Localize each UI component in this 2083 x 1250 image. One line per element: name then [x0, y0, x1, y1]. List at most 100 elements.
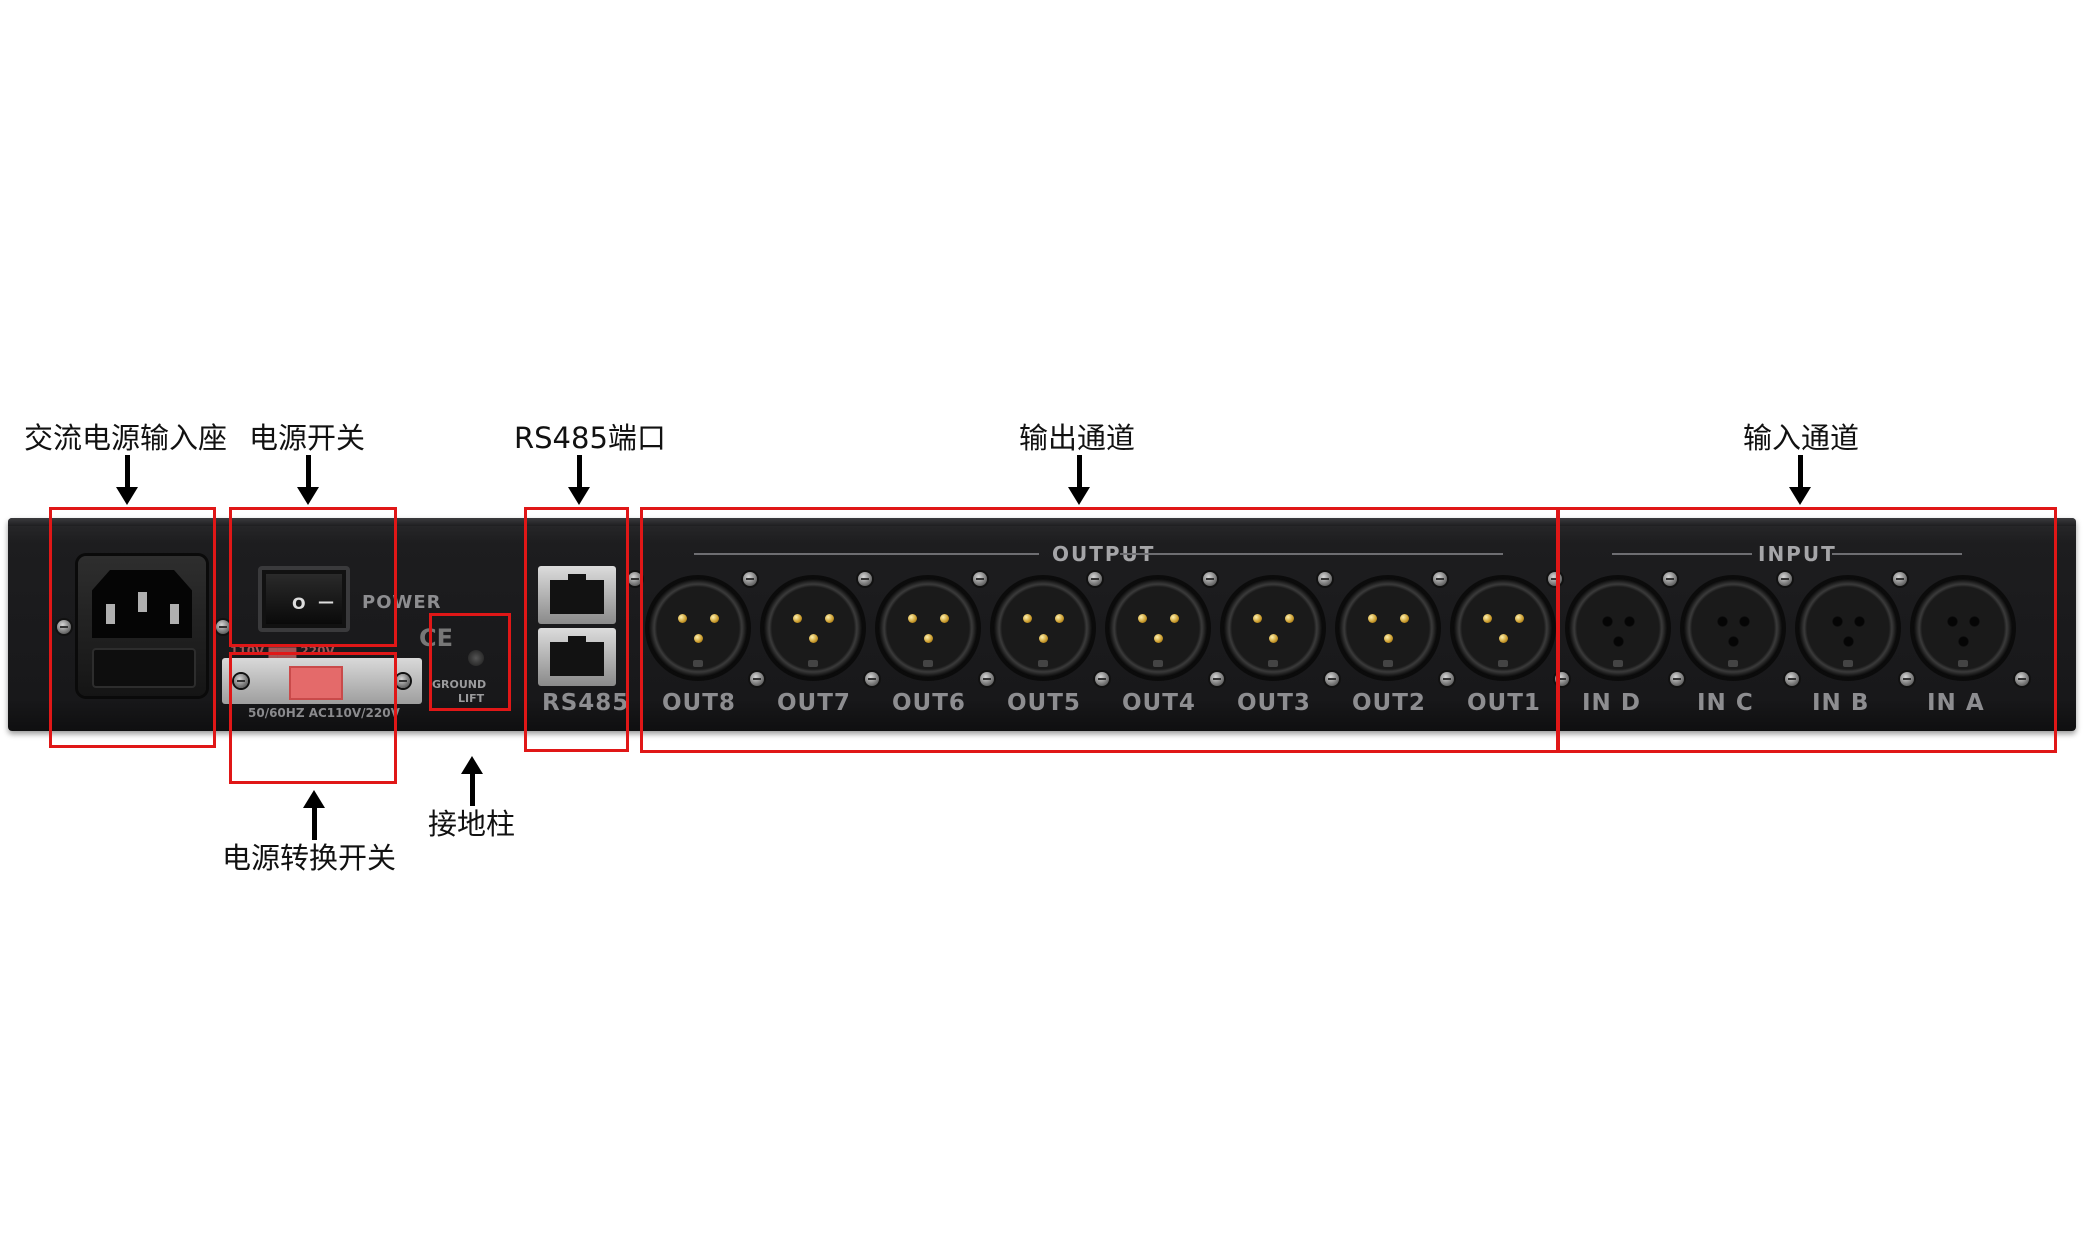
power-label: POWER: [362, 592, 442, 613]
voltage-bottom-label: 50/60HZ AC110V/220V: [248, 706, 400, 720]
output-rule-right: [1120, 553, 1503, 555]
xlr-male-connector[interactable]: [763, 578, 863, 678]
latch-icon: [1383, 660, 1393, 667]
screw-icon: [1778, 572, 1792, 586]
pin-icon: [940, 614, 949, 623]
pin-icon: [1055, 614, 1064, 623]
pin-icon: [1039, 634, 1048, 643]
rj45-port-lower[interactable]: [538, 628, 616, 686]
xlr-male-connector[interactable]: [993, 578, 1093, 678]
xlr-female-connector[interactable]: [1798, 578, 1898, 678]
pin-icon: [1717, 616, 1728, 627]
pin-icon: [1728, 636, 1739, 647]
xlr-male-connector[interactable]: [1223, 578, 1323, 678]
pin-icon: [809, 634, 818, 643]
latch-icon: [808, 660, 818, 667]
rj45-port-upper[interactable]: [538, 566, 616, 624]
callout-ac-inlet: 交流电源输入座: [24, 421, 228, 455]
input-rule-right: [1832, 553, 1962, 555]
latch-icon: [1153, 660, 1163, 667]
connector-label: OUT6: [892, 690, 966, 716]
pin-icon: [1384, 634, 1393, 643]
screw-icon: [1318, 572, 1332, 586]
ground-post[interactable]: [468, 650, 484, 666]
pin-icon: [1515, 614, 1524, 623]
off-symbol-icon: O: [292, 594, 306, 613]
xlr-female-connector[interactable]: [1683, 578, 1783, 678]
screw-icon: [1325, 672, 1339, 686]
pin-icon: [106, 604, 115, 624]
screw-icon: [57, 620, 71, 634]
pin-icon: [1483, 614, 1492, 623]
screw-icon: [1433, 572, 1447, 586]
screw-icon: [234, 674, 248, 688]
screw-icon: [2015, 672, 2029, 686]
ground-label: GROUND: [432, 678, 487, 691]
screw-icon: [1095, 672, 1109, 686]
xlr-male-connector[interactable]: [648, 578, 748, 678]
pin-icon: [1947, 616, 1958, 627]
pin-icon: [924, 634, 933, 643]
latch-icon: [1958, 660, 1968, 667]
pin-icon: [1023, 614, 1032, 623]
callout-rs485-port: RS485端口: [514, 421, 666, 455]
screw-icon: [1203, 572, 1217, 586]
pin-icon: [1602, 616, 1613, 627]
latch-icon: [1268, 660, 1278, 667]
latch-icon: [1613, 660, 1623, 667]
screw-icon: [858, 572, 872, 586]
connector-label: OUT1: [1467, 690, 1541, 716]
screw-icon: [1663, 572, 1677, 586]
ac-power-inlet[interactable]: [78, 556, 206, 696]
connector-label: OUT4: [1122, 690, 1196, 716]
xlr-female-connector[interactable]: [1568, 578, 1668, 678]
pin-icon: [170, 604, 179, 624]
screw-icon: [396, 674, 410, 688]
pin-icon: [825, 614, 834, 623]
pin-icon: [1969, 616, 1980, 627]
panel-top-edge: [8, 518, 2076, 526]
connector-label: OUT2: [1352, 690, 1426, 716]
pin-icon: [710, 614, 719, 623]
pin-icon: [1624, 616, 1635, 627]
xlr-male-connector[interactable]: [878, 578, 978, 678]
fuse-holder[interactable]: [92, 648, 196, 688]
screw-icon: [973, 572, 987, 586]
iec-socket: [92, 570, 192, 638]
connector-label: OUT8: [662, 690, 736, 716]
pin-icon: [1843, 636, 1854, 647]
ce-mark: CE: [419, 624, 454, 652]
callout-ground-post: 接地柱: [428, 807, 516, 841]
connector-label: IN C: [1697, 690, 1754, 716]
pin-icon: [1613, 636, 1624, 647]
power-rocker-switch[interactable]: O —: [258, 566, 350, 632]
xlr-female-connector[interactable]: [1913, 578, 2013, 678]
pin-icon: [1269, 634, 1278, 643]
screw-icon: [743, 572, 757, 586]
callout-power-switch: 电源开关: [249, 421, 366, 455]
pin-icon: [1285, 614, 1294, 623]
pin-icon: [1499, 634, 1508, 643]
highlight-ground-post: [429, 613, 511, 711]
input-rule-left: [1612, 553, 1752, 555]
callout-output-channels: 输出通道: [1019, 421, 1136, 455]
latch-icon: [1038, 660, 1048, 667]
pin-icon: [1368, 614, 1377, 623]
output-rule-left: [694, 553, 1039, 555]
voltage-slider[interactable]: [289, 666, 343, 700]
pin-icon: [908, 614, 917, 623]
xlr-male-connector[interactable]: [1453, 578, 1553, 678]
latch-icon: [1498, 660, 1508, 667]
connector-label: IN B: [1812, 690, 1870, 716]
input-title: INPUT: [1758, 542, 1837, 566]
pin-icon: [1958, 636, 1969, 647]
connector-label: IN D: [1582, 690, 1641, 716]
connector-label: IN A: [1927, 690, 1985, 716]
xlr-male-connector[interactable]: [1108, 578, 1208, 678]
pin-icon: [138, 592, 147, 612]
pin-icon: [1739, 616, 1750, 627]
screw-icon: [865, 672, 879, 686]
pin-icon: [1138, 614, 1147, 623]
xlr-male-connector[interactable]: [1338, 578, 1438, 678]
screw-icon: [1900, 672, 1914, 686]
